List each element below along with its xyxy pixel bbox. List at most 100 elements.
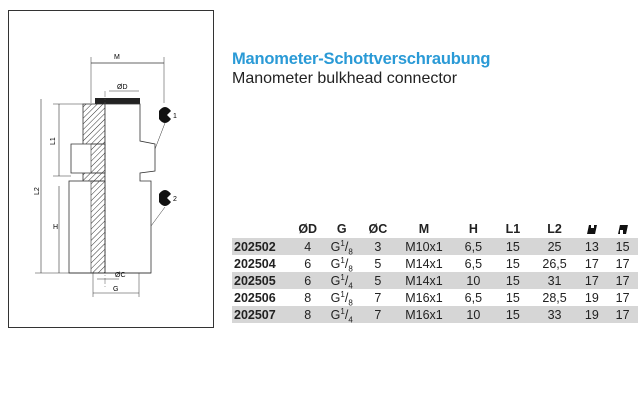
cell-d: 8 [293,306,322,323]
cell-c: 5 [361,272,395,289]
dim-label-h: H [53,224,58,231]
cell-c: 5 [374,256,382,271]
product-title-english: Manometer bulkhead connector [232,70,458,87]
body-outline [104,103,156,274]
cell-wrench-1: 17 [576,272,608,289]
release-collar [95,98,140,104]
wrench-2-icon [618,224,628,235]
cell-l1: 15 [505,290,520,305]
header-wrench-1 [577,220,608,238]
cell-m: M14x1 [394,272,454,289]
thread-base: G [330,273,341,288]
header-d: ØD [298,222,318,236]
cell-wrench-1: 17 [584,256,599,271]
table-header-row: ØD G ØC M H L1 L2 [232,220,638,238]
callout-label-1: 1 [173,113,177,120]
thread-base: G [330,256,341,271]
thread-denominator: 4 [348,315,353,324]
dim-label-g: G [113,286,118,293]
cell-c: 7 [374,290,382,305]
header-c: ØC [368,222,388,236]
cell-d: 6 [293,272,322,289]
table-row: 202504 6 G1/8 5 M14x1 6,5 15 26,5 17 17 [232,255,638,273]
cell-l2: 28,5 [542,290,567,305]
header-article [232,220,293,238]
wrench-1-icon [587,224,597,235]
cell-g: G1/4 [321,272,362,290]
cell-l1: 15 [505,256,520,271]
cell-d: 6 [304,256,312,271]
thread-denominator: 8 [348,298,353,307]
cell-article: 202502 [232,238,294,255]
cell-h: 10 [453,306,494,323]
dim-label-d: ØD [117,84,128,91]
cell-wrench-2: 17 [607,306,638,323]
thread-denominator: 8 [348,264,353,273]
cell-article: 202507 [232,306,294,323]
cell-g: G1/8 [321,238,362,256]
wrench-callout-2-icon [159,190,171,206]
thread-base: G [330,307,341,322]
cell-wrench-2: 17 [615,256,630,271]
dim-label-c: ØC [115,272,126,279]
cell-l2: 26,5 [542,256,567,271]
dim-label-m: M [114,54,120,61]
cell-g: G1/8 [330,289,353,307]
cell-m: M14x1 [405,256,443,271]
callout-label-2: 2 [173,196,177,203]
header-l2: L2 [547,222,562,236]
thread-denominator: 4 [348,281,353,290]
cell-wrench-2: 17 [607,272,638,289]
cell-l1: 15 [493,306,533,323]
thread-numerator: 1 [340,289,345,299]
thread-base: G [330,290,341,305]
cell-wrench-1: 13 [576,238,608,255]
cell-wrench-1: 19 [584,290,599,305]
cell-m: M16x1 [405,290,443,305]
cell-l1: 15 [493,238,533,255]
cell-wrench-1: 19 [576,306,608,323]
connector-drawing-svg: M ØD L1 L2 H ØC [34,54,177,297]
cell-wrench-2: 15 [607,238,638,255]
cell-article: 202505 [232,272,294,289]
thread-base: G [330,239,341,254]
cell-l2: 25 [532,238,577,255]
dim-label-l1: L1 [50,137,57,145]
thread-denominator: 8 [348,247,353,256]
thread-numerator: 1 [340,238,345,248]
product-title-german: Manometer-Schottverschraubung [232,50,491,68]
cell-c: 3 [361,238,395,255]
cell-m: M16x1 [394,306,454,323]
cell-l1: 15 [493,272,533,289]
cell-m: M10x1 [394,238,454,255]
cell-l2: 33 [532,306,577,323]
wrench-callout-1-icon [159,107,171,123]
cell-h: 6,5 [453,238,494,255]
cell-l2: 31 [532,272,577,289]
dim-label-l2: L2 [34,187,41,195]
cell-g: G1/4 [321,306,362,324]
header-m: M [418,222,430,236]
header-l1: L1 [505,222,521,236]
cell-h: 6,5 [464,256,483,271]
cell-article: 202506 [234,290,276,305]
thread-numerator: 1 [340,272,345,282]
thread-numerator: 1 [340,255,345,265]
header-g: G [336,222,347,236]
technical-drawing: M ØD L1 L2 H ØC [8,10,214,328]
cell-article: 202504 [234,256,276,271]
cell-h: 10 [453,272,494,289]
header-h: H [468,222,478,236]
cell-d: 8 [304,290,312,305]
header-wrench-2 [607,220,638,238]
thread-numerator: 1 [340,306,345,316]
cell-g: G1/8 [330,255,353,273]
cell-d: 4 [293,238,322,255]
cell-c: 7 [361,306,395,323]
cell-wrench-2: 17 [615,290,630,305]
